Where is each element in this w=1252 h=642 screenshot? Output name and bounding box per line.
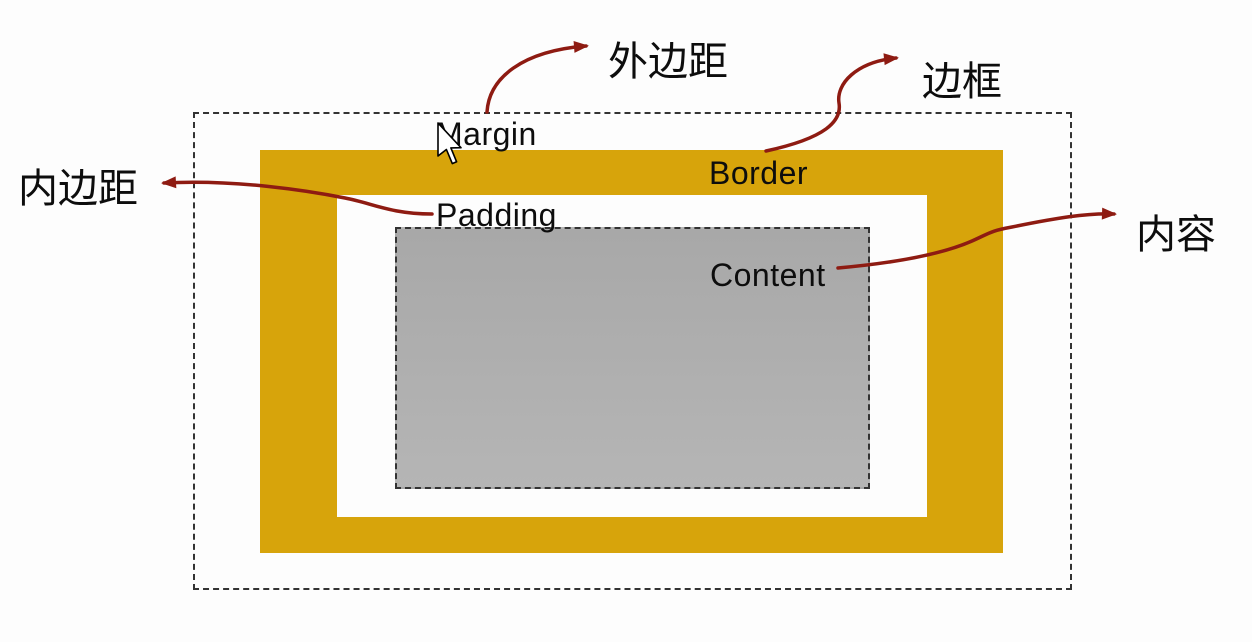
arrow-to-margin-zh: [485, 40, 589, 114]
content-label-zh: 内容: [1136, 213, 1216, 257]
padding-label-zh: 内边距: [18, 167, 138, 211]
content-label: Content: [710, 257, 826, 293]
margin-label: Margin: [436, 116, 537, 152]
border-label-zh: 边框: [922, 60, 1002, 104]
margin-box: [193, 112, 1072, 590]
content-box: [395, 227, 870, 489]
margin-label-zh: 外边距: [608, 40, 728, 84]
border-label: Border: [709, 155, 809, 191]
padding-label: Padding: [436, 197, 557, 233]
